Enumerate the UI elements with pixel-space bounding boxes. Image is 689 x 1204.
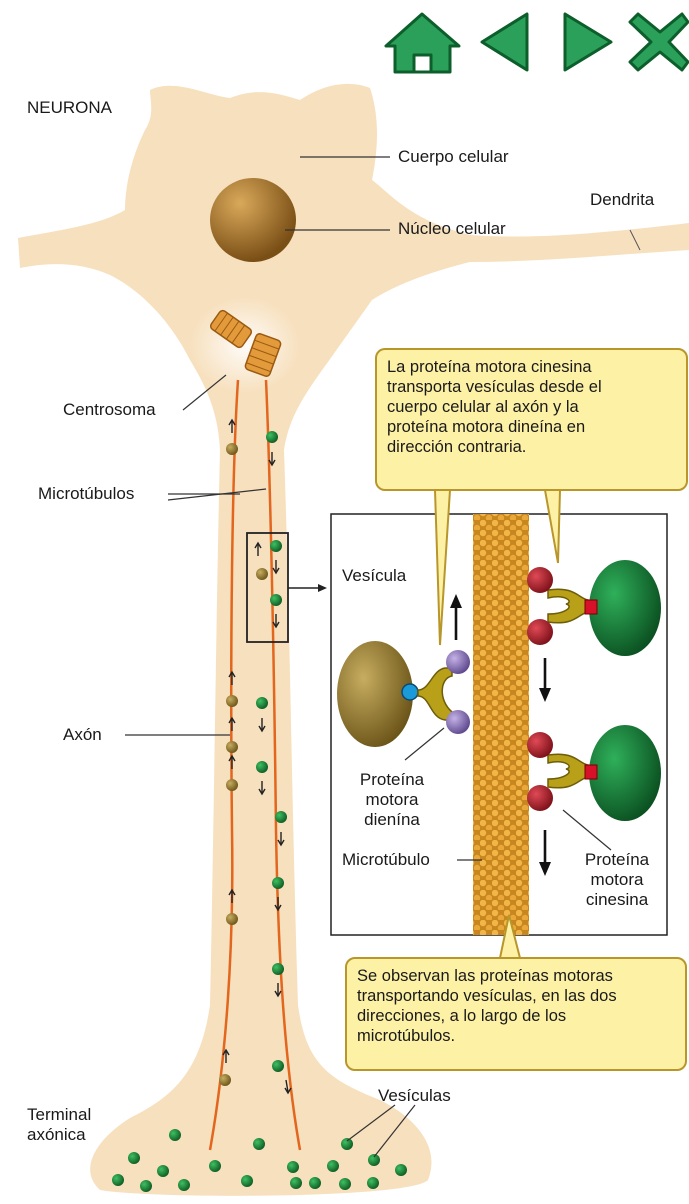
label-microtubules: Microtúbulos [38,484,134,504]
label-nucleus: Núcleo celular [398,219,506,239]
label-microtubule: Microtúbulo [342,850,430,870]
callout-top-line3: cuerpo celular al axón y la [387,397,676,417]
label-dynein: Proteína motora dienína [350,770,434,830]
label-axon: Axón [63,725,102,745]
label-kinesin-line3: cinesina [572,890,662,910]
label-vesicles: Vesículas [378,1086,451,1106]
label-dynein-line3: dienína [350,810,434,830]
label-dynein-line2: motora [350,790,434,810]
label-kinesin-line1: Proteína [572,850,662,870]
label-axon-terminal-line2: axónica [27,1125,91,1145]
triangle-right-icon [565,14,611,70]
callout-kinesin-dynein: La proteína motora cinesina transporta v… [375,348,688,491]
nucleus [210,178,296,262]
callout-top-line5: dirección contraria. [387,437,676,457]
diagram-title: NEURONA [27,98,112,118]
callout-top-line4: proteína motora dineína en [387,417,676,437]
vesicle-receptor [402,684,418,700]
triangle-left-icon [482,14,527,70]
label-cell-body: Cuerpo celular [398,147,509,167]
home-icon [386,14,459,72]
label-axon-terminal: Terminal axónica [27,1105,91,1145]
label-dynein-line1: Proteína [350,770,434,790]
label-axon-terminal-line1: Terminal [27,1105,91,1125]
callout-bottom-line1: Se observan las proteínas motoras [357,966,675,986]
home-button[interactable] [386,14,459,72]
centrosome-glow [190,297,300,393]
label-kinesin-line2: motora [572,870,662,890]
callout-bidirectional-transport: Se observan las proteínas motoras transp… [345,957,687,1071]
next-button[interactable] [565,14,611,70]
dynein-head-top [446,650,470,674]
microtubule-inset [473,514,529,935]
close-button[interactable] [630,14,688,70]
dynein-head-bottom [446,710,470,734]
callout-bottom-line4: microtúbulos. [357,1026,675,1046]
label-dendrite: Dendrita [590,190,654,210]
callout-top-line1: La proteína motora cinesina [387,357,676,377]
callout-bottom-line2: transportando vesículas, en las dos [357,986,675,1006]
close-x-icon [630,14,688,70]
label-vesicle: Vesícula [342,566,406,586]
callout-top-line2: transporta vesículas desde el [387,377,676,397]
callout-bottom-line3: direcciones, a lo largo de los [357,1006,675,1026]
previous-button[interactable] [482,14,527,70]
label-kinesin: Proteína motora cinesina [572,850,662,910]
label-centrosome: Centrosoma [63,400,156,420]
